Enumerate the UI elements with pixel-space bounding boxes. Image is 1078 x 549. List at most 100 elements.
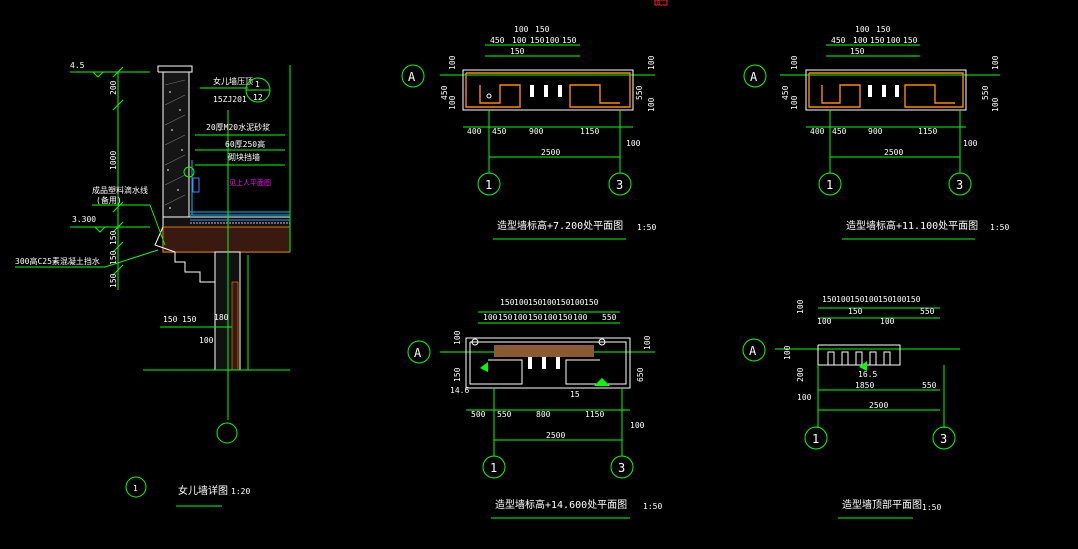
svg-text:150: 150 (876, 25, 891, 34)
svg-text:450: 450 (440, 85, 449, 100)
svg-text:150: 150 (558, 313, 573, 322)
svg-text:150: 150 (562, 36, 577, 45)
axis-row: A (408, 70, 416, 84)
svg-text:100: 100 (647, 55, 656, 70)
svg-text:100: 100 (545, 36, 560, 45)
svg-text:900: 900 (529, 127, 544, 136)
svg-text:16.5: 16.5 (858, 370, 877, 379)
note-block-wall: 砌块挡墙 (228, 152, 260, 162)
svg-text:150: 150 (453, 367, 462, 382)
svg-text:450: 450 (832, 127, 847, 136)
svg-text:B: B (657, 0, 661, 7)
note-curb: 300高C25素混凝土挡水 (15, 256, 100, 266)
detail-scale: 1:20 (231, 487, 250, 496)
svg-text:550: 550 (635, 85, 644, 100)
dim-v-4: 150 (109, 250, 118, 265)
svg-text:550: 550 (981, 85, 990, 100)
svg-text:100: 100 (630, 421, 645, 430)
svg-text:1:50: 1:50 (922, 503, 941, 512)
svg-text:2500: 2500 (546, 431, 565, 440)
svg-text:100: 100 (880, 317, 895, 326)
svg-text:650: 650 (636, 367, 645, 382)
svg-text:100: 100 (797, 393, 812, 402)
dim-v-5: 150 (109, 273, 118, 288)
svg-text:150: 150 (850, 295, 865, 304)
svg-text:100: 100 (483, 313, 498, 322)
svg-text:100: 100 (783, 345, 792, 360)
svg-text:550: 550 (920, 307, 935, 316)
plan-11100: A 100 150 450 100 150 100 150 150 100 45… (743, 25, 1009, 240)
svg-text:800: 800 (536, 410, 551, 419)
svg-text:100: 100 (991, 55, 1000, 70)
dim-b-2: 150 (182, 315, 197, 324)
note-block: 60厚250高 (225, 139, 265, 149)
svg-text:150: 150 (878, 295, 893, 304)
svg-text:150: 150 (500, 298, 515, 307)
svg-text:1:50: 1:50 (643, 502, 662, 511)
callout-num: 1 (255, 80, 260, 89)
svg-text:100: 100 (573, 313, 588, 322)
svg-text:造型墙标高+14.600处平面图: 造型墙标高+14.600处平面图 (495, 498, 627, 511)
svg-text:150: 150 (528, 313, 543, 322)
svg-text:900: 900 (868, 127, 883, 136)
svg-text:造型墙顶部平面图: 造型墙顶部平面图 (842, 498, 922, 511)
svg-text:1150: 1150 (585, 410, 604, 419)
magenta-note: 见上人平面图 (229, 178, 271, 187)
svg-text:150: 150 (510, 47, 525, 56)
svg-text:150: 150 (498, 313, 513, 322)
svg-text:100: 100 (790, 95, 799, 110)
svg-text:150: 150 (903, 36, 918, 45)
svg-text:A: A (750, 70, 758, 84)
svg-text:100: 100 (626, 139, 641, 148)
svg-text:150: 150 (528, 298, 543, 307)
svg-text:150: 150 (556, 298, 571, 307)
svg-text:100: 100 (448, 55, 457, 70)
svg-text:100: 100 (790, 55, 799, 70)
svg-text:100: 100 (514, 25, 529, 34)
svg-text:450: 450 (492, 127, 507, 136)
svg-text:100: 100 (963, 139, 978, 148)
dim-v-3: 150 (109, 230, 118, 245)
svg-text:2500: 2500 (869, 401, 888, 410)
svg-text:100: 100 (513, 313, 528, 322)
dim-b-4: 100 (199, 336, 214, 345)
note-drip: 成品塑料滴水线 (92, 185, 148, 195)
svg-text:450: 450 (831, 36, 846, 45)
svg-text:3: 3 (956, 178, 963, 192)
svg-text:400: 400 (467, 127, 482, 136)
svg-text:100: 100 (991, 97, 1000, 112)
svg-text:1150: 1150 (918, 127, 937, 136)
ui-marker[interactable]: B (654, 0, 668, 7)
svg-text:100: 100 (796, 299, 805, 314)
note-atlas: 15ZJ201 (213, 95, 247, 104)
parapet-detail: 4.5 3.300 200 1000 150 150 150 (15, 61, 291, 507)
svg-text:400: 400 (810, 127, 825, 136)
svg-text:100: 100 (853, 36, 868, 45)
elev-floor: 3.300 (72, 215, 96, 224)
svg-text:1:50: 1:50 (990, 223, 1009, 232)
svg-text:100: 100 (864, 295, 879, 304)
svg-text:200: 200 (796, 367, 805, 382)
svg-text:3: 3 (940, 432, 947, 446)
svg-text:100: 100 (892, 295, 907, 304)
svg-text:450: 450 (781, 85, 790, 100)
svg-text:100: 100 (453, 330, 462, 345)
svg-text:550: 550 (497, 410, 512, 419)
svg-text:550: 550 (602, 313, 617, 322)
detail-title: 女儿墙详图 (178, 484, 228, 497)
svg-text:100: 100 (543, 313, 558, 322)
svg-text:3: 3 (616, 178, 623, 192)
svg-text:A: A (414, 346, 422, 360)
svg-text:150: 150 (822, 295, 837, 304)
svg-text:150: 150 (850, 47, 865, 56)
dim-b-3: 180 (214, 313, 229, 322)
svg-text:150: 150 (530, 36, 545, 45)
callout-den: 12 (253, 93, 263, 102)
svg-text:150: 150 (870, 36, 885, 45)
svg-text:造型墙标高+11.100处平面图: 造型墙标高+11.100处平面图 (846, 219, 978, 232)
svg-text:1:50: 1:50 (637, 223, 656, 232)
svg-text:100: 100 (643, 335, 652, 350)
plan-14600: A 150 100 150 100 150 100 150 100 150 10… (407, 298, 662, 519)
